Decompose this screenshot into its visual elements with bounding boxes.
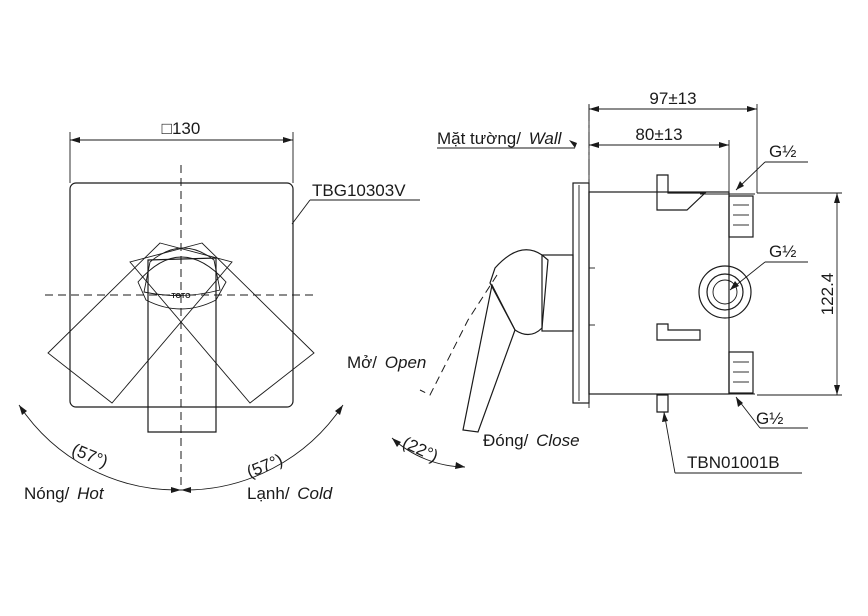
model-leader bbox=[291, 199, 311, 225]
handle-angle: (22°) bbox=[400, 433, 442, 466]
thread-top: G½ bbox=[769, 142, 796, 161]
dim-square-130: □130 bbox=[162, 119, 201, 138]
middle-port-outer bbox=[698, 265, 752, 319]
handle-rotation-outline bbox=[137, 256, 227, 310]
valve-body bbox=[588, 191, 730, 395]
side-view: (22°) Mở/ Open Đóng/ Close Mặt tường/ Wa… bbox=[347, 89, 842, 474]
open-label: Mở/ Open bbox=[347, 353, 426, 372]
dim-80: 80±13 bbox=[635, 125, 682, 144]
logo-text: TOTO bbox=[171, 293, 191, 300]
close-label: Đóng/ Close bbox=[483, 431, 580, 450]
thread-bottom: G½ bbox=[756, 409, 783, 428]
handle-cold-position bbox=[129, 242, 315, 404]
top-right-fitting bbox=[728, 195, 754, 238]
side-bushing bbox=[541, 254, 574, 332]
handle-hot-position bbox=[47, 242, 233, 404]
front-view: TOTO □130 TBG10303V (57°) (57°) Nóng/ Ho… bbox=[18, 119, 420, 503]
dim-height: 122.4 bbox=[818, 273, 837, 316]
side-wall-plate bbox=[572, 182, 590, 404]
side-handle-lever-closed bbox=[462, 283, 516, 433]
side-handle-lever-open bbox=[419, 274, 498, 396]
angle-cold: (57°) bbox=[244, 450, 285, 481]
wall-label: Mặt tường/ Wall bbox=[437, 129, 563, 148]
handle-center-position bbox=[147, 257, 217, 433]
thread-mid: G½ bbox=[769, 242, 796, 261]
side-handle-closed bbox=[489, 249, 549, 336]
bottom-right-fitting bbox=[728, 351, 754, 394]
body-model-label: TBN01001B bbox=[687, 453, 780, 472]
cold-label: Lạnh/ Cold bbox=[247, 484, 333, 503]
hot-label: Nóng/ Hot bbox=[24, 484, 105, 503]
cold-rotation-arc bbox=[180, 404, 344, 491]
dim-97: 97±13 bbox=[649, 89, 696, 108]
top-outlet bbox=[656, 174, 707, 211]
model-plate-label: TBG10303V bbox=[312, 181, 406, 200]
lower-bracket bbox=[656, 323, 701, 341]
bottom-outlet bbox=[656, 394, 669, 413]
handle-head bbox=[143, 247, 221, 297]
middle-port-inner bbox=[706, 273, 744, 311]
angle-hot: (57°) bbox=[69, 440, 110, 471]
hot-rotation-arc bbox=[18, 404, 182, 491]
